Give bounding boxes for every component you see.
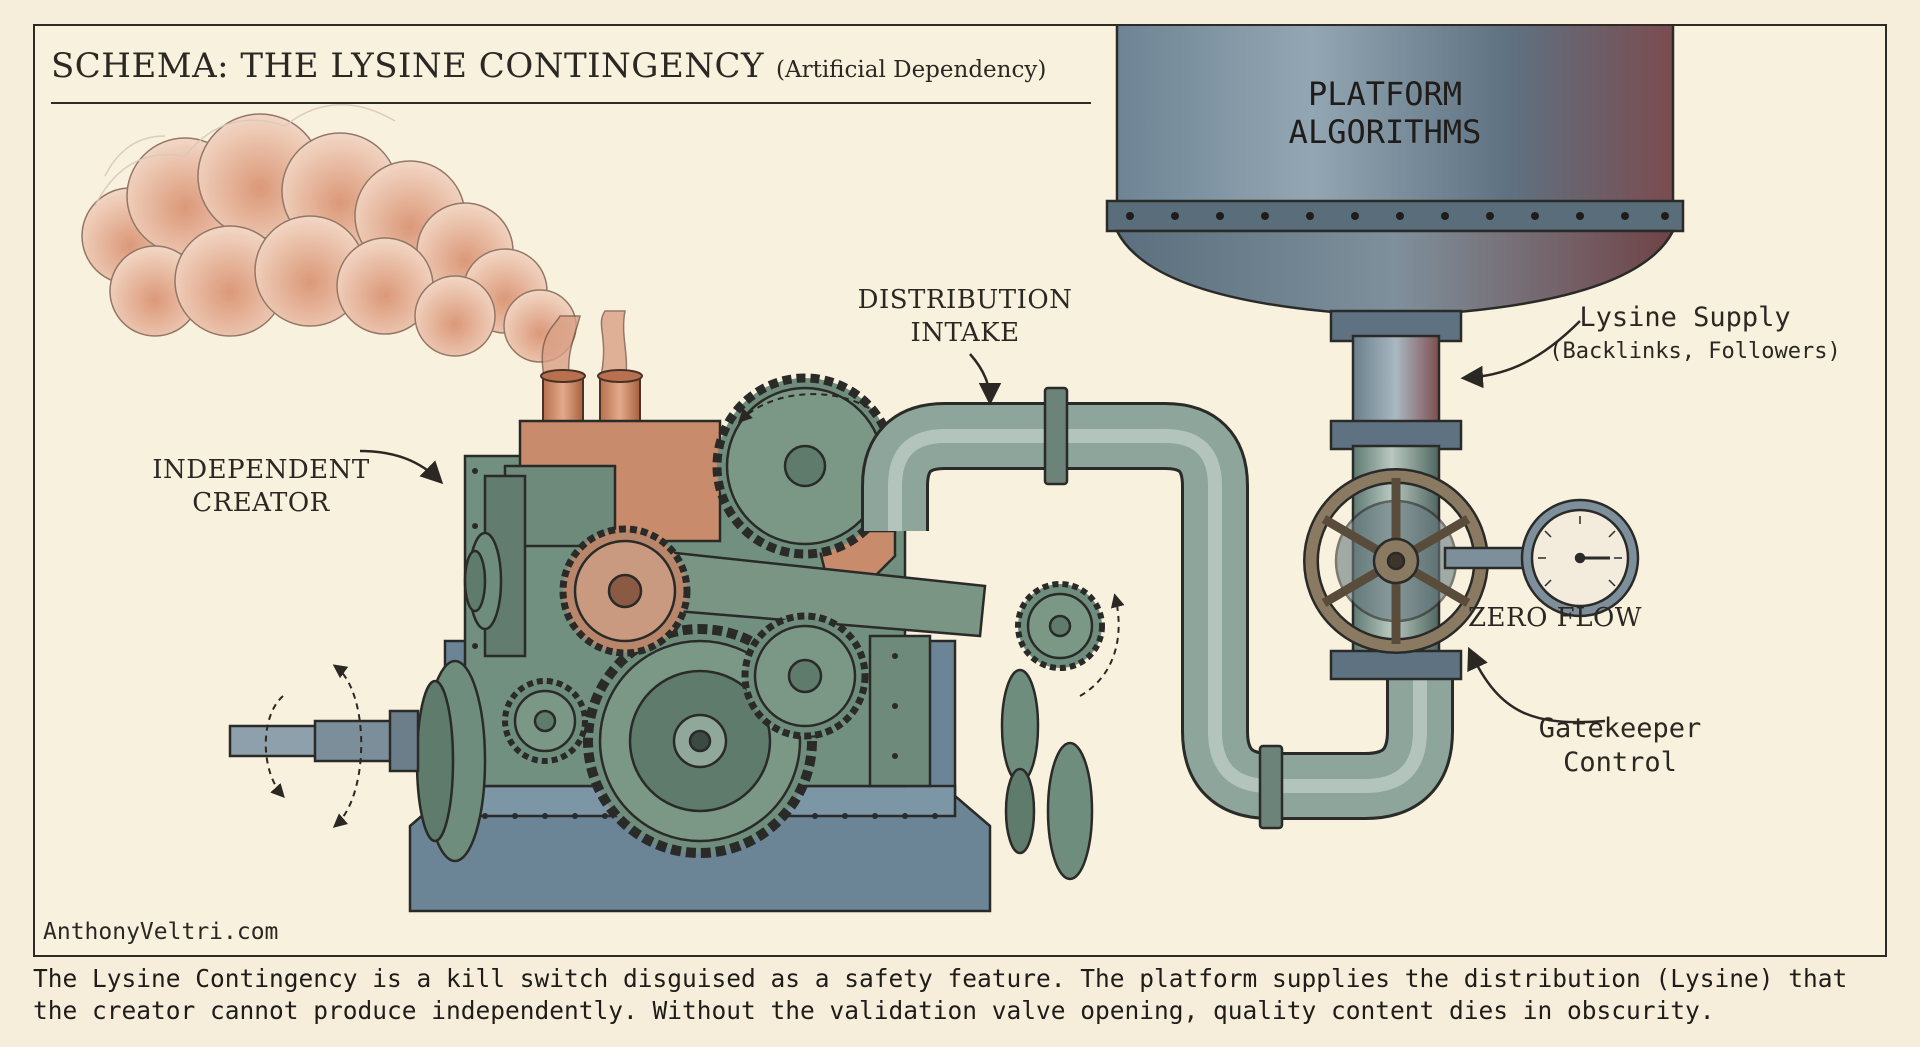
label-independent-creator: INDEPENDENT CREATOR — [152, 455, 370, 518]
label-gatekeeper-control: Gatekeeper Control — [1538, 713, 1702, 778]
label-lysine-supply-detail: (Backlinks, Followers) — [1549, 339, 1841, 364]
label-zero-flow: ZERO FLOW — [1467, 603, 1643, 633]
annotation-arrows — [359, 320, 1606, 724]
page-subtitle: (Artificial Dependency) — [776, 57, 1047, 83]
page-title: SCHEMA: THE LYSINE CONTINGENCY — [51, 46, 764, 86]
valve-wheel-icon — [1303, 444, 1489, 681]
label-lysine-supply: Lysine Supply — [1579, 302, 1791, 333]
tank-label-platform-algorithms: PLATFORM ALGORITHMS — [1288, 75, 1482, 151]
title-block: SCHEMA: THE LYSINE CONTINGENCY (Artificia… — [51, 46, 1091, 112]
rotation-arrow — [264, 393, 1125, 828]
smokestack-icon — [540, 310, 643, 427]
pipe-icon — [861, 386, 1454, 830]
diagram-frame: SCHEMA: THE LYSINE CONTINGENCY (Artificia… — [33, 24, 1887, 957]
title-underline — [51, 102, 1091, 104]
diagram-illustration — [81, 26, 1685, 913]
caption: The Lysine Contingency is a kill switch … — [33, 964, 1848, 1025]
pressure-gauge-icon — [1443, 498, 1640, 618]
drive-shaft — [228, 709, 420, 773]
watermark: AnthonyVeltri.com — [43, 919, 279, 945]
gear-icon — [415, 373, 1105, 881]
label-distribution-intake: DISTRIBUTION INTAKE — [857, 285, 1073, 348]
tank-icon — [1105, 26, 1685, 451]
smoke-cloud-icon — [81, 104, 577, 363]
